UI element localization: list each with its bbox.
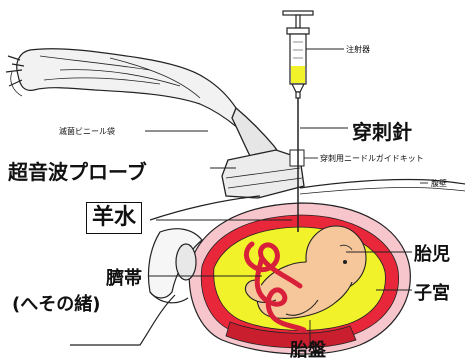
fetus-label: 胎児 — [414, 240, 450, 266]
ultrasound-probe-label: 超音波プローブ — [8, 156, 147, 185]
needle-guide-kit-label: 穿刺用ニードルガイドキット — [320, 153, 424, 164]
syringe-drawing — [283, 11, 313, 98]
sterile-bag-drawing — [6, 49, 246, 128]
umbilical-cord-alt-label: (へその緒) — [12, 290, 100, 316]
placenta-label: 胎盤 — [290, 336, 326, 362]
ultrasound-probe-drawing — [222, 108, 304, 198]
abdominal-wall-label: 腹壁 — [431, 178, 447, 189]
sterile-bag-label: 滅菌ビニール袋 — [59, 126, 115, 137]
amniotic-fluid-label: 羊水 — [86, 202, 142, 234]
umbilical-cord-label: 臍帯 — [106, 264, 142, 290]
puncture-needle-label: 穿刺針 — [352, 116, 412, 145]
syringe-label: 注射器 — [346, 44, 370, 55]
uterus-label: 子宮 — [414, 279, 450, 305]
